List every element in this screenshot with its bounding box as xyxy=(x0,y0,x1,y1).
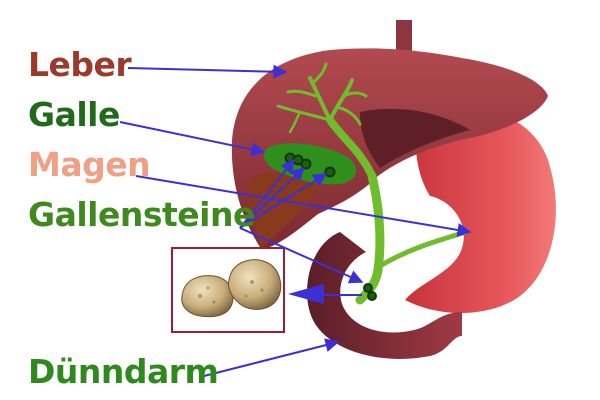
label-galle: Galle xyxy=(28,95,120,134)
liver-shadow xyxy=(360,108,470,168)
pointer-gallensteine-4 xyxy=(239,227,364,284)
label-pointers xyxy=(119,64,472,377)
pointer-magen xyxy=(135,175,472,237)
liver-lower-lobe xyxy=(248,172,322,248)
stomach xyxy=(405,107,556,314)
big-arrow xyxy=(288,284,362,304)
pointer-gallensteine-2 xyxy=(239,167,306,229)
gallstone-photo-left xyxy=(181,275,234,318)
small-intestine xyxy=(307,232,462,359)
gallstone-photo-inset xyxy=(171,247,285,333)
gallstones-in-duct xyxy=(363,283,377,301)
label-leber: Leber xyxy=(28,45,132,84)
pointer-gallensteine-3 xyxy=(239,173,328,229)
pointer-leber xyxy=(127,64,288,79)
pointer-duenndarm xyxy=(203,338,340,377)
bile-ducts xyxy=(276,62,469,305)
label-duenndarm: Dünndarm xyxy=(28,352,219,391)
pointer-galle xyxy=(119,121,266,157)
pointer-gallensteine-1 xyxy=(239,158,295,229)
gallstone-photo-right xyxy=(227,259,282,310)
label-gallensteine: Gallensteine xyxy=(28,195,255,234)
label-magen: Magen xyxy=(28,145,151,184)
